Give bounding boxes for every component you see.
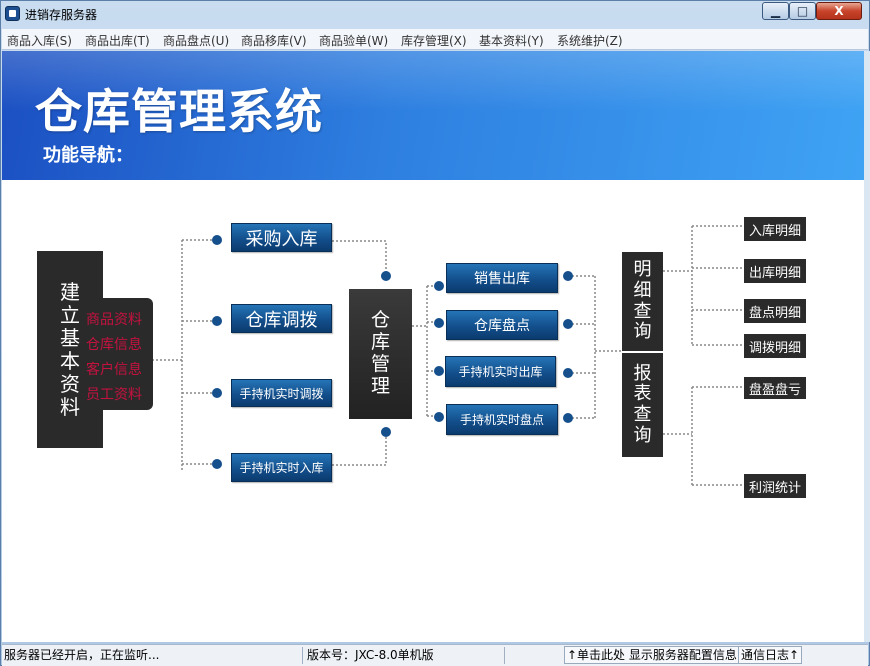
handheld-transfer-button[interactable]: 手持机实时调拨 [231,379,332,407]
sales-outbound-button[interactable]: 销售出库 [446,263,558,293]
basic-data-tab [87,298,153,410]
page-title: 仓库管理系统 [35,85,323,140]
detail-query-char: 查 [633,300,652,322]
connector-dot [434,281,444,291]
version-label: 版本号：JXC-8.0单机版 [307,648,434,662]
scroll-gutter [864,51,870,642]
basic-item-warehouses[interactable]: 仓库信息 [86,337,142,353]
warehouse-management-char: 理 [370,374,390,397]
server-config-link[interactable]: ↑单击此处 显示服务器配置信息 [564,646,740,664]
report-query-char: 查 [633,404,652,425]
menu-item-outbound[interactable]: 商品出库(T) [85,34,150,48]
stocktake-detail-button[interactable]: 盘点明细 [744,299,806,323]
menu-item-inventory[interactable]: 库存管理(X) [401,34,467,48]
menu-item-verify[interactable]: 商品验单(W) [319,34,389,48]
connector-dot [563,319,573,329]
connector-dot [563,413,573,423]
window-title: 进销存服务器 [25,8,98,22]
close-icon: X [834,4,844,18]
connector-dot [563,368,573,378]
nav-subtitle: 功能导航： [43,145,133,166]
warehouse-management-char: 库 [370,331,390,354]
connector-dot [212,316,222,326]
warehouse-transfer-button[interactable]: 仓库调拨 [231,304,332,333]
maximize-button[interactable]: □ [789,2,816,20]
status-separator [504,647,505,664]
warehouse-management-block[interactable]: 仓 库 管 理 [349,289,412,419]
outbound-detail-button[interactable]: 出库明细 [744,259,806,283]
basic-data-char: 资 [60,371,80,396]
connector-dot [434,366,444,376]
connector-dot [381,271,391,281]
basic-item-products[interactable]: 商品资料 [86,312,142,328]
handheld-stocktake-button[interactable]: 手持机实时盘点 [446,404,558,435]
basic-data-char: 基 [60,325,80,350]
connector-dot [212,388,222,398]
report-query-char: 表 [633,383,652,405]
menu-item-maintenance[interactable]: 系统维护(Z) [557,34,623,48]
stock-gain-loss-button[interactable]: 盘盈盘亏 [744,377,806,399]
detail-query-char: 明 [633,259,652,281]
connector-dot [381,427,391,437]
basic-data-char: 本 [60,348,80,373]
minimize-button[interactable]: ▁ [762,2,789,20]
basic-item-customers[interactable]: 客户信息 [86,362,142,378]
connector-dot [563,271,573,281]
warehouse-management-char: 仓 [370,309,390,332]
report-query-char: 询 [633,424,652,446]
connector-dot [434,318,444,328]
connector-dot [212,459,222,469]
minimize-icon: ▁ [770,4,781,18]
nav-connector-lines [152,225,744,486]
menu-item-stocktake[interactable]: 商品盘点(U) [163,34,230,48]
menu-item-basic-data[interactable]: 基本资料(Y) [479,34,544,48]
profit-statistics-button[interactable]: 利润统计 [744,474,806,498]
connector-dot [434,412,444,422]
nav-panel: 建 立 基 本 资 料 商品资料 仓库信息 客户信息 员工资料 采购入库 仓库调… [2,180,864,642]
purchase-inbound-button[interactable]: 采购入库 [231,223,332,252]
warehouse-stocktake-button[interactable]: 仓库盘点 [446,310,558,340]
basic-data-char: 立 [60,302,80,327]
basic-data-char: 建 [60,279,80,304]
detail-query-char: 询 [633,321,652,343]
warehouse-management-char: 管 [370,353,390,375]
detail-query-block[interactable]: 明 细 查 询 [622,252,663,351]
server-status: 服务器已经开启，正在监听... [4,648,160,662]
maximize-icon: □ [796,4,809,18]
detail-query-char: 细 [633,279,652,301]
banner-shine [2,51,864,111]
header-banner: 仓库管理系统 功能导航： [2,51,864,180]
status-separator [302,647,303,664]
report-query-char: 报 [633,362,652,384]
menu-bar: 商品入库(S) 商品出库(T) 商品盘点(U) 商品移库(V) 商品验单(W) … [2,29,868,50]
connector-dot [212,235,222,245]
basic-data-char: 料 [60,394,80,419]
status-bar: 服务器已经开启，正在监听... 版本号：JXC-8.0单机版 ↑单击此处 显示服… [2,644,868,666]
comm-log-link[interactable]: 通信日志↑ [738,646,803,664]
app-icon [5,6,20,21]
handheld-outbound-button[interactable]: 手持机实时出库 [445,356,556,387]
report-query-block[interactable]: 报 表 查 询 [622,353,663,457]
menu-item-transfer[interactable]: 商品移库(V) [241,34,307,48]
basic-item-employees[interactable]: 员工资料 [86,387,142,403]
close-button[interactable]: X [816,2,862,20]
inbound-detail-button[interactable]: 入库明细 [744,217,806,241]
menu-item-inbound[interactable]: 商品入库(S) [7,34,72,48]
title-bar[interactable]: 进销存服务器 ▁ □ X [1,1,869,27]
transfer-detail-button[interactable]: 调拨明细 [744,334,806,358]
handheld-inbound-button[interactable]: 手持机实时入库 [231,453,332,482]
